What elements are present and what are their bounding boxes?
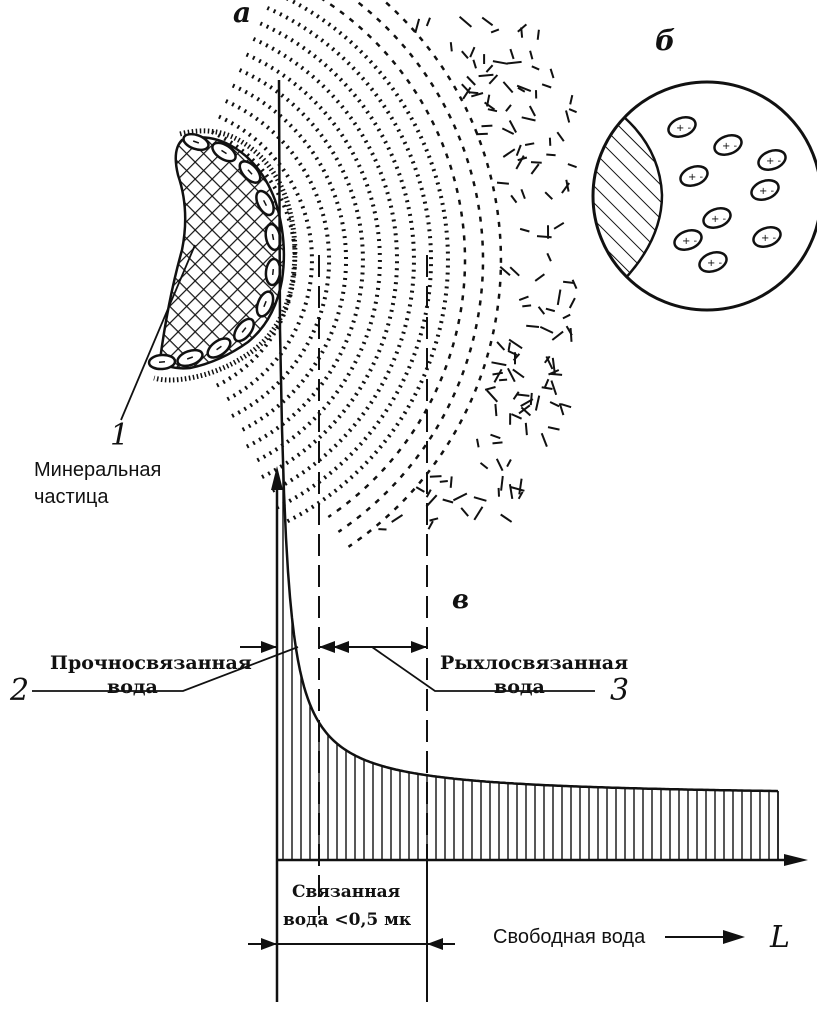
svg-text:+ -: + - [688, 172, 704, 183]
panel-label-v: в [452, 585, 469, 615]
callout-number-1: 1 [110, 418, 129, 453]
mineral-particle-label-line2: частица [34, 486, 109, 508]
panel-b-circle: + - + - + - + - + - + - + - + - + - [560, 80, 817, 320]
free-water-label: Свободная вода [493, 926, 646, 948]
free-water-arrow [665, 930, 745, 944]
svg-text:+ -: + - [761, 233, 777, 244]
bound-water-label-line2: вода <0,5 мк [283, 910, 412, 930]
svg-text:+ -: + - [676, 123, 692, 134]
callout-number-3: 3 [610, 673, 629, 708]
mineral-particle [160, 137, 284, 368]
bound-water-label-line1: Связанная [292, 882, 400, 902]
svg-text:+ -: + - [766, 156, 782, 167]
mineral-particle-label-line1: Минеральная [34, 459, 161, 481]
y-axis-arrow [271, 466, 283, 490]
bound-water-dimension [248, 938, 455, 950]
free-water-molecules [378, 17, 576, 530]
strong-bound-label-line1: Прочносвязанная [50, 652, 252, 674]
panel-label-b: б [655, 24, 675, 57]
svg-text:+ -: + - [711, 214, 727, 225]
svg-text:+ -: + - [682, 236, 698, 247]
strong-bound-label-line2: вода [107, 676, 158, 698]
svg-text:+ -: + - [722, 141, 738, 152]
svg-text:+ -: + - [707, 258, 723, 269]
svg-text:+ -: + - [759, 186, 775, 197]
loose-bound-label-line1: Рыхлосвязанная [440, 652, 628, 674]
axis-label-L: L [769, 920, 790, 955]
loose-bound-label-line2: вода [494, 676, 545, 698]
callout-number-2: 2 [9, 673, 29, 708]
panel-label-a: а [233, 0, 251, 29]
x-axis-arrow [784, 854, 808, 866]
